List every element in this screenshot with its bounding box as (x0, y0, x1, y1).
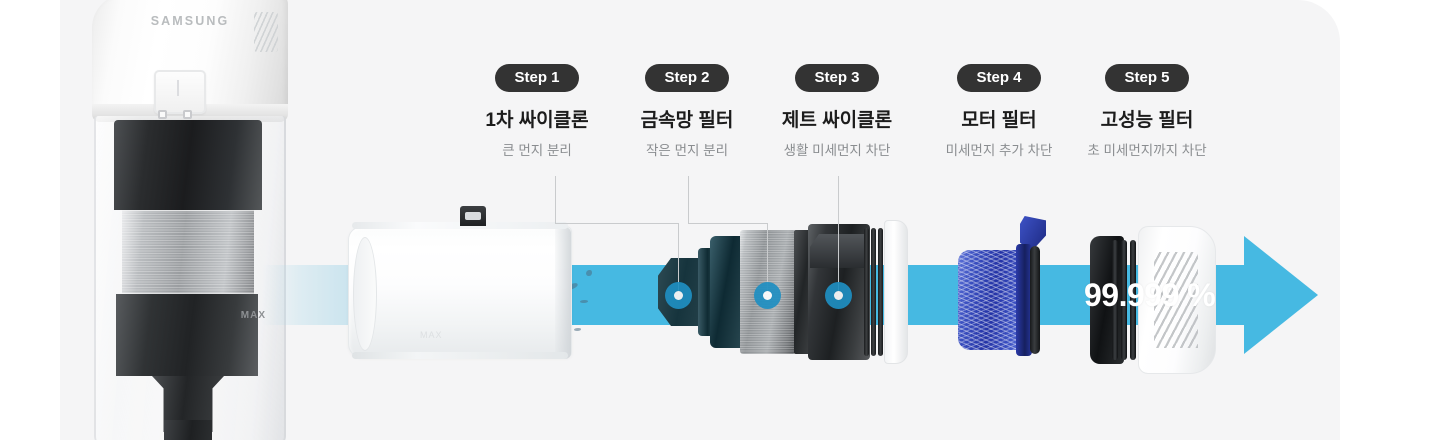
part-motor-filter (958, 216, 1070, 356)
bin-inlet-port (460, 206, 486, 226)
part-bin-max-marking: MAX (420, 330, 443, 340)
step-2-marker-dot (754, 282, 781, 309)
step-3-marker-dot (825, 282, 852, 309)
motor-filter-o-ring (1030, 246, 1040, 354)
core-lower-section (116, 294, 258, 376)
air-vent-grille-icon (254, 12, 278, 52)
cyclone-seal-rings (864, 222, 892, 362)
step-2-badge: Step 2 (645, 64, 729, 92)
step-2-title: 금속망 필터 (640, 110, 734, 131)
step-1-marker-dot (665, 282, 692, 309)
latch-pins (158, 110, 204, 119)
part-dust-bin-cyclone (348, 226, 572, 359)
part-high-performance-filter (1090, 226, 1216, 374)
step-5-title: 고성능 필터 (1100, 110, 1194, 131)
step-4: Step 4 모터 필터 미세먼지 추가 차단 (909, 64, 1089, 159)
step-1: Step 1 1차 싸이클론 큰 먼지 분리 (447, 64, 627, 159)
step-1-title: 1차 싸이클론 (485, 110, 589, 131)
motor-filter-mesh (958, 250, 1024, 350)
part-cyclone-assembly (658, 220, 910, 364)
hepa-exhaust-slots-icon (1154, 252, 1198, 348)
step-2-subtitle: 작은 먼지 분리 (645, 143, 729, 158)
core-upper-section (114, 120, 262, 210)
step-1-subtitle: 큰 먼지 분리 (502, 143, 572, 158)
step-3-badge: Step 3 (795, 64, 879, 92)
vacuum-cyclone-core: MAX (114, 120, 265, 440)
max-fill-marking: MAX (240, 310, 266, 321)
motor-filter-ring (1016, 244, 1032, 356)
cyclone-end-cap (884, 220, 908, 364)
step-1-badge: Step 1 (495, 64, 579, 92)
hepa-inner-core (1090, 236, 1124, 364)
step-3: Step 3 제트 싸이클론 생활 미세먼지 차단 (747, 64, 927, 159)
step-5-badge: Step 5 (1105, 64, 1189, 92)
samsung-logo: SAMSUNG (150, 14, 230, 28)
vacuum-cleaner-illustration: SAMSUNG MAX (92, 0, 288, 440)
core-outlet-tube (164, 420, 212, 440)
bin-bottom-rim (352, 352, 568, 359)
cyclone-mid-band (794, 230, 810, 354)
core-mesh-filter (122, 210, 254, 294)
step-4-badge: Step 4 (957, 64, 1041, 92)
cyclone-cone (710, 236, 744, 348)
step-4-subtitle: 미세먼지 추가 차단 (945, 143, 1053, 158)
bin-release-latch[interactable] (154, 70, 206, 114)
step-3-subtitle: 생활 미세먼지 차단 (783, 143, 891, 158)
step-3-title: 제트 싸이클론 (781, 110, 893, 131)
filtration-efficiency-label: 99.999 % (1084, 277, 1216, 313)
card-left-mask (0, 0, 60, 440)
step-5-subtitle: 초 미세먼지까지 차단 (1087, 143, 1207, 158)
step-4-title: 모터 필터 (961, 110, 1037, 131)
step-5: Step 5 고성능 필터 초 미세먼지까지 차단 (1057, 64, 1237, 159)
step-2: Step 2 금속망 필터 작은 먼지 분리 (597, 64, 777, 159)
